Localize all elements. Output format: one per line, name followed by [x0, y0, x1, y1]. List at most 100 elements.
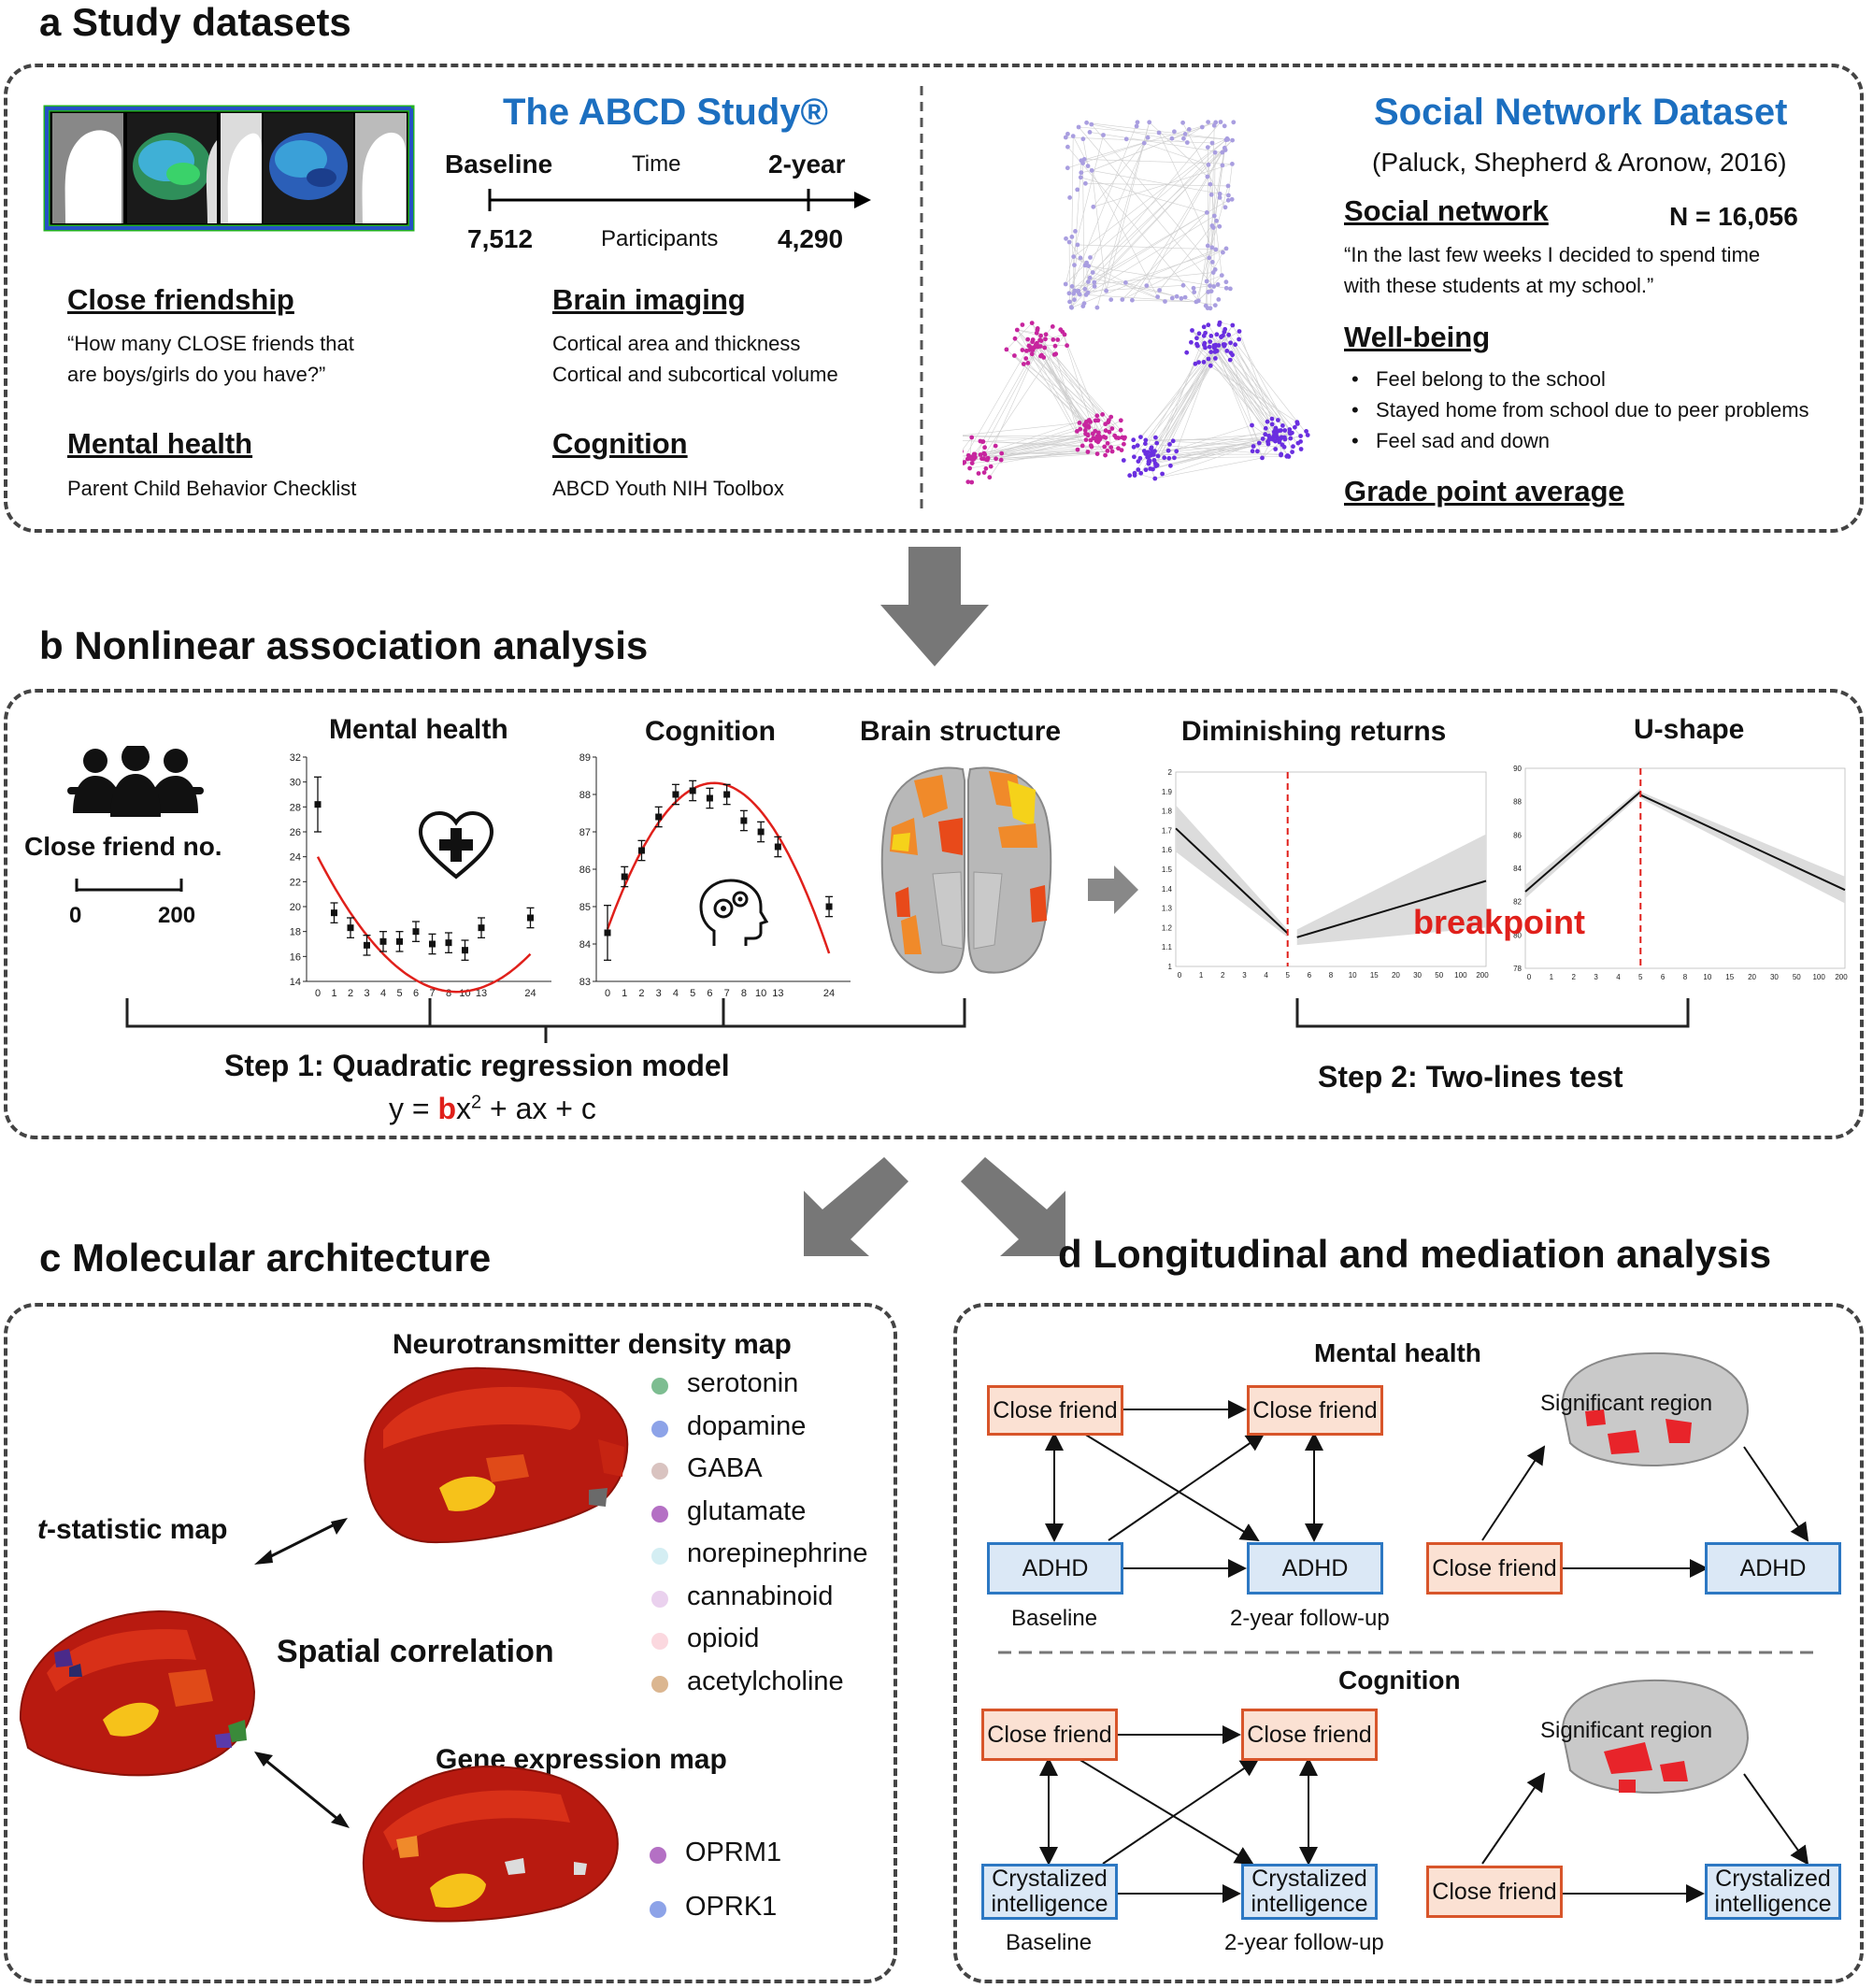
wellbeing-bullet-1: • Feel belong to the school [1351, 367, 1606, 391]
scale-bar [75, 879, 183, 892]
mh-ytick-label: 18 [290, 927, 301, 938]
cog-close-friend-baseline: Close friend [981, 1709, 1118, 1761]
dim-ytick-label: 1.5 [1162, 865, 1173, 874]
cog-ytick-label: 89 [579, 752, 591, 764]
mh-adhd-baseline: ADHD [987, 1542, 1123, 1595]
mh-ytick-label: 22 [290, 877, 301, 888]
dim-xtick-label: 1 [1199, 971, 1204, 980]
mental-health-chart-title: Mental health [329, 714, 508, 745]
mh-ytick-label: 30 [290, 778, 301, 789]
mental-health-1: Parent Child Behavior Checklist [67, 477, 357, 500]
dim-xtick-label: 200 [1476, 971, 1489, 980]
cognition-1: ABCD Youth NIH Toolbox [552, 477, 784, 500]
dim-ytick-label: 1.2 [1162, 923, 1173, 932]
u-xtick-label: 15 [1725, 973, 1734, 981]
dim-ci-right [1296, 834, 1486, 946]
cog-point [774, 843, 781, 851]
cog-point [604, 929, 611, 937]
u-xtick-label: 4 [1616, 973, 1621, 981]
panel-a-title: a Study datasets [39, 0, 351, 44]
legend-label-glutamate: glutamate [687, 1495, 807, 1526]
u-xtick-label: 8 [1683, 973, 1688, 981]
mh-point [331, 909, 337, 917]
legend-label-norepinephrine: norepinephrine [687, 1538, 868, 1568]
legend-dot-acetylcholine [651, 1675, 668, 1693]
dim-xtick-label: 5 [1285, 971, 1290, 980]
mh-point [314, 801, 322, 808]
spatial-correlation-label: Spatial correlation [277, 1634, 554, 1669]
heart-plus-icon [418, 810, 494, 880]
u-xtick-label: 2 [1571, 973, 1576, 981]
cog-xtick-label: 5 [690, 988, 695, 999]
cog-xtick-label: 6 [707, 988, 712, 999]
dim-xtick-label: 3 [1242, 971, 1247, 980]
u-xtick-label: 20 [1748, 973, 1756, 981]
legend-dot-dopamine [651, 1420, 668, 1437]
gene-dot-OPRK1 [650, 1901, 666, 1918]
u-ytick-label: 84 [1513, 865, 1522, 873]
u-ytick-label: 88 [1513, 798, 1522, 807]
cog-baseline-label: Baseline [1006, 1930, 1093, 1955]
close-friendship-q1: “How many CLOSE friends that [67, 332, 354, 355]
cog-close-friend-followup: Close friend [1241, 1709, 1378, 1761]
mh-mediation-close-friend: Close friend [1426, 1542, 1563, 1595]
u-xtick-label: 30 [1770, 973, 1779, 981]
step2-label: Step 2: Two-lines test [1318, 1060, 1623, 1094]
dim-xtick-label: 2 [1221, 971, 1225, 980]
diminishing-title: Diminishing returns [1181, 716, 1447, 747]
gene-label-OPRM1: OPRM1 [685, 1838, 782, 1867]
cog-xtick-label: 0 [605, 988, 610, 999]
mh-point [364, 941, 370, 949]
legend-label-cannabinoid: cannabinoid [687, 1580, 834, 1611]
u-xtick-label: 1 [1550, 973, 1554, 981]
legend-dot-opioid [651, 1633, 668, 1650]
social-network-heading: Social network [1344, 194, 1549, 227]
dim-ytick-label: 1.7 [1162, 826, 1173, 835]
head-gears-icon [699, 879, 768, 946]
cog-point [706, 794, 713, 802]
close-friendship-q2: are boys/girls do you have?” [67, 363, 326, 386]
mh-xtick-label: 3 [364, 988, 369, 999]
scale-max: 200 [158, 903, 196, 928]
cog-xtick-label: 24 [823, 988, 835, 999]
cog-ytick-label: 88 [579, 790, 591, 801]
u-ytick-label: 90 [1513, 765, 1522, 773]
panel-d-arrows [998, 1352, 1819, 1903]
dim-ytick-label: 1.3 [1162, 905, 1173, 913]
u-ytick-label: 80 [1513, 931, 1522, 939]
abcd-title: The ABCD Study® [503, 92, 828, 133]
dim-xtick-label: 8 [1329, 971, 1334, 980]
dim-ytick-label: 1.6 [1162, 846, 1173, 854]
brain-structure-title: Brain structure [860, 716, 1062, 747]
dim-ytick-label: 1.9 [1162, 788, 1173, 796]
brain-imaging-2: Cortical and subcortical volume [552, 363, 838, 386]
legend-label-serotonin: serotonin [687, 1368, 799, 1398]
neuro-map-title: Neurotransmitter density map [393, 1329, 792, 1360]
panel-a-box [4, 64, 1864, 533]
cog-significant-region: Significant region [1540, 1718, 1713, 1743]
cog-xtick-label: 8 [741, 988, 747, 999]
mh-ytick-label: 32 [290, 752, 301, 764]
cog-xtick-label: 3 [656, 988, 662, 999]
brain-structure-image [880, 766, 1052, 974]
mh-point [527, 914, 534, 922]
n-baseline: 7,512 [467, 224, 534, 253]
cog-ytick-label: 87 [579, 827, 591, 838]
mh-adhd-followup: ADHD [1247, 1542, 1383, 1595]
u-ytick-label: 78 [1513, 965, 1522, 973]
u-xtick-label: 0 [1527, 973, 1532, 981]
dim-xtick-label: 100 [1454, 971, 1467, 980]
u-xtick-label: 6 [1661, 973, 1666, 981]
u-xtick-label: 50 [1793, 973, 1801, 981]
cog-xtick-label: 1 [622, 988, 627, 999]
legend-label-acetylcholine: acetylcholine [687, 1666, 844, 1696]
cognition-heading: Cognition [552, 427, 688, 460]
cog-point [655, 813, 663, 821]
cog-ytick-label: 86 [579, 865, 591, 876]
dim-line-right [1296, 880, 1487, 938]
panel-d-box [953, 1303, 1864, 1983]
mh-xtick-label: 5 [396, 988, 402, 999]
cog-xtick-label: 2 [638, 988, 644, 999]
legend-dot-serotonin [651, 1378, 668, 1394]
